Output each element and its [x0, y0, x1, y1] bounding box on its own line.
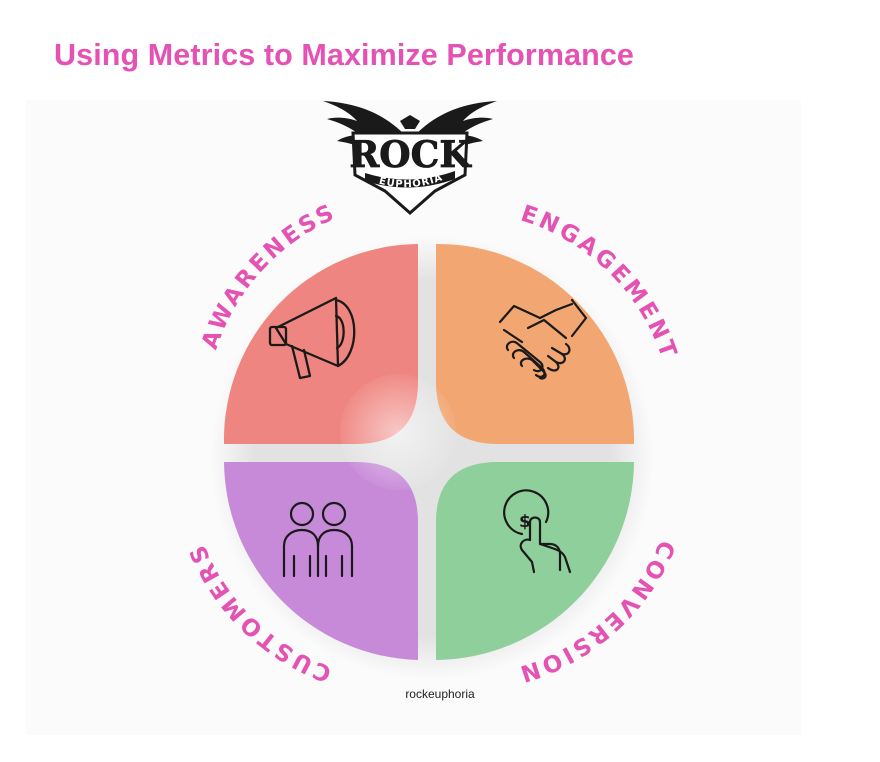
center-glow — [340, 374, 456, 490]
logo-brand-main: ROCK — [349, 134, 472, 176]
page-title: Using Metrics to Maximize Performance — [54, 38, 634, 72]
logo-shield — [351, 131, 469, 215]
svg-text:$: $ — [519, 512, 531, 532]
rock-euphoria-logo: ROCK EUPHORIA — [323, 101, 497, 215]
dollar-tap-icon: $ — [503, 489, 572, 574]
handshake-icon — [498, 298, 588, 380]
footer-brand: rockeuphoria — [405, 687, 475, 701]
quadrant-conversion — [436, 462, 634, 660]
megaphone-icon — [268, 296, 356, 380]
people-icon — [282, 501, 354, 578]
quadrant-engagement — [436, 243, 635, 444]
quadrant-customers — [224, 462, 418, 660]
